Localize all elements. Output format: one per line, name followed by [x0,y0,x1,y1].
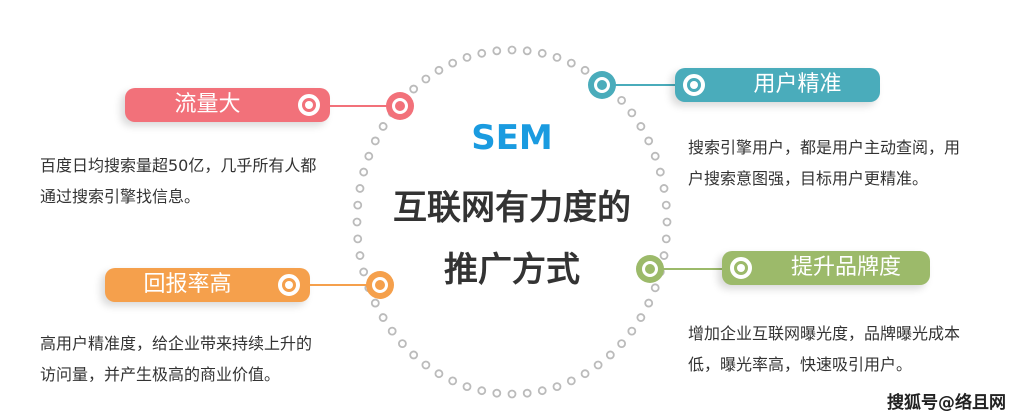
ring-dot [617,339,627,349]
ring-dot [552,382,562,391]
desc-line: 低，曝光率高，快速吸引用户。 [688,355,913,374]
ring-dot [655,167,665,177]
ring-dot [662,217,672,227]
target-icon [730,257,752,279]
ring-dot [352,217,362,227]
ring-dot [580,369,590,379]
ring-dot [409,350,419,360]
ring-dot [507,389,517,399]
ring-dot [617,95,627,105]
ring-dot [537,386,547,396]
pill-label: 用户精准 [753,72,842,97]
watermark: 搜狐号@络且网 [887,393,1006,413]
center-line-1: 互联网有力度的 [393,188,631,228]
desc-precise-users: 搜索引擎用户，都是用户主动查阅，用户搜索意图强，目标用户更精准。 [688,132,1008,194]
connector-line [614,84,676,86]
node-dot-icon [588,71,616,99]
ring-dot [593,360,603,370]
ring-dot [448,58,458,68]
ring-dot [627,326,637,336]
pill-label: 回报率高 [143,272,232,297]
ring-dot [659,184,669,193]
desc-traffic: 百度日均搜索量超50亿，几乎所有人都通过搜索引擎找信息。 [40,150,360,212]
ring-dot [659,251,669,260]
ring-dot [580,65,590,75]
ring-dot [507,45,517,55]
ring-dot [462,382,472,391]
ring-dot [355,184,365,193]
target-icon [278,274,300,296]
ring-dot [353,200,363,210]
desc-line: 百度日均搜索量超50亿，几乎所有人都 [40,156,317,175]
ring-dot [353,234,363,244]
desc-line: 高用户精准度，给企业带来持续上升的 [40,334,313,353]
ring-dot [477,48,487,58]
ring-dot [492,46,502,56]
pill-brand: 提升品牌度 [722,251,930,285]
ring-dot [644,136,654,146]
connector-line [662,268,724,270]
ring-dot [448,376,458,386]
ring-dot [370,136,380,146]
ring-dot [522,388,532,398]
ring-dot [387,326,397,336]
target-icon [683,74,705,96]
ring-dot [492,388,502,398]
ring-dot [644,298,654,308]
ring-dot [627,108,637,118]
ring-dot [650,151,660,161]
desc-high-return: 高用户精准度，给企业带来持续上升的访问量，并产生极高的商业价值。 [40,328,360,390]
pill-label: 流量大 [174,92,241,117]
ring-dot [378,122,388,131]
ring-dot [552,53,562,62]
ring-dot [650,283,660,293]
ring-dot [462,53,472,62]
pill-label: 提升品牌度 [790,255,901,280]
desc-line: 户搜索意图强，目标用户更精准。 [688,169,929,188]
node-dot-icon [366,271,394,299]
ring-dot [409,84,419,94]
ring-dot [477,386,487,396]
ring-dot [359,267,369,277]
connector-line [310,284,368,286]
pill-high-return: 回报率高 [105,268,310,302]
node-dot-icon [636,255,664,283]
desc-line: 搜索引擎用户，都是用户主动查阅，用 [688,138,961,157]
ring-dot [421,74,431,84]
ring-dot [605,350,615,360]
ring-dot [636,122,646,131]
ring-dot [636,313,646,322]
connector-line [330,105,388,107]
ring-dot [370,298,380,308]
target-icon [298,94,320,116]
desc-brand: 增加企业互联网曝光度，品牌曝光成本低，曝光率高，快速吸引用户。 [688,318,1008,380]
ring-dot [421,360,431,370]
ring-dot [355,251,365,260]
ring-dot [661,234,671,244]
ring-dot [378,313,388,322]
ring-dot [522,46,532,56]
pill-traffic: 流量大 [125,88,330,122]
ring-dot [434,369,444,379]
ring-dot [397,339,407,349]
ring-dot [566,58,576,68]
ring-dot [661,200,671,210]
center-line-2: 推广方式 [444,250,580,290]
desc-line: 增加企业互联网曝光度，品牌曝光成本 [688,324,961,343]
ring-dot [537,48,547,58]
ring-dot [359,167,369,177]
ring-dot [364,151,374,161]
desc-line: 通过搜索引擎找信息。 [40,187,201,206]
ring-dot [566,376,576,386]
node-dot-icon [386,92,414,120]
ring-dot [434,65,444,75]
sem-title: SEM [471,118,553,158]
pill-precise-users: 用户精准 [675,68,880,102]
desc-line: 访问量，并产生极高的商业价值。 [40,365,281,384]
